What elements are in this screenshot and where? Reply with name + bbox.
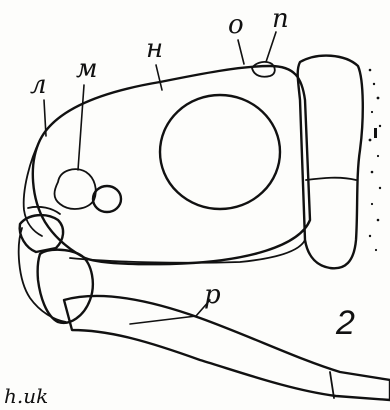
compound-eye: [160, 95, 280, 209]
antennal-region: [55, 169, 96, 209]
head-capsule: [33, 66, 310, 264]
label-o: о: [228, 12, 244, 38]
gena-plate: [70, 240, 305, 263]
label-m: м: [76, 56, 98, 82]
leader-n: [156, 65, 162, 90]
edge-mark: [374, 128, 377, 138]
label-l: л: [30, 72, 47, 98]
pronotum-sulcus: [306, 178, 356, 180]
leader-p: [266, 32, 276, 62]
maxillary-line: [19, 228, 66, 322]
label-n: н: [146, 36, 163, 62]
maxilla: [38, 250, 93, 323]
label-p: п: [272, 6, 289, 32]
leader-l: [44, 100, 46, 136]
corner-handwriting: h.uk: [4, 386, 48, 406]
edge-stipple: [369, 69, 382, 251]
ocellus: [252, 62, 275, 77]
label-r: р: [204, 282, 221, 308]
antennal-socket: [93, 186, 121, 212]
figure-number: 2: [336, 306, 355, 340]
clypeus-line: [28, 207, 60, 214]
leader-r: [130, 300, 210, 324]
leader-o: [238, 40, 244, 64]
leader-m: [78, 85, 84, 170]
